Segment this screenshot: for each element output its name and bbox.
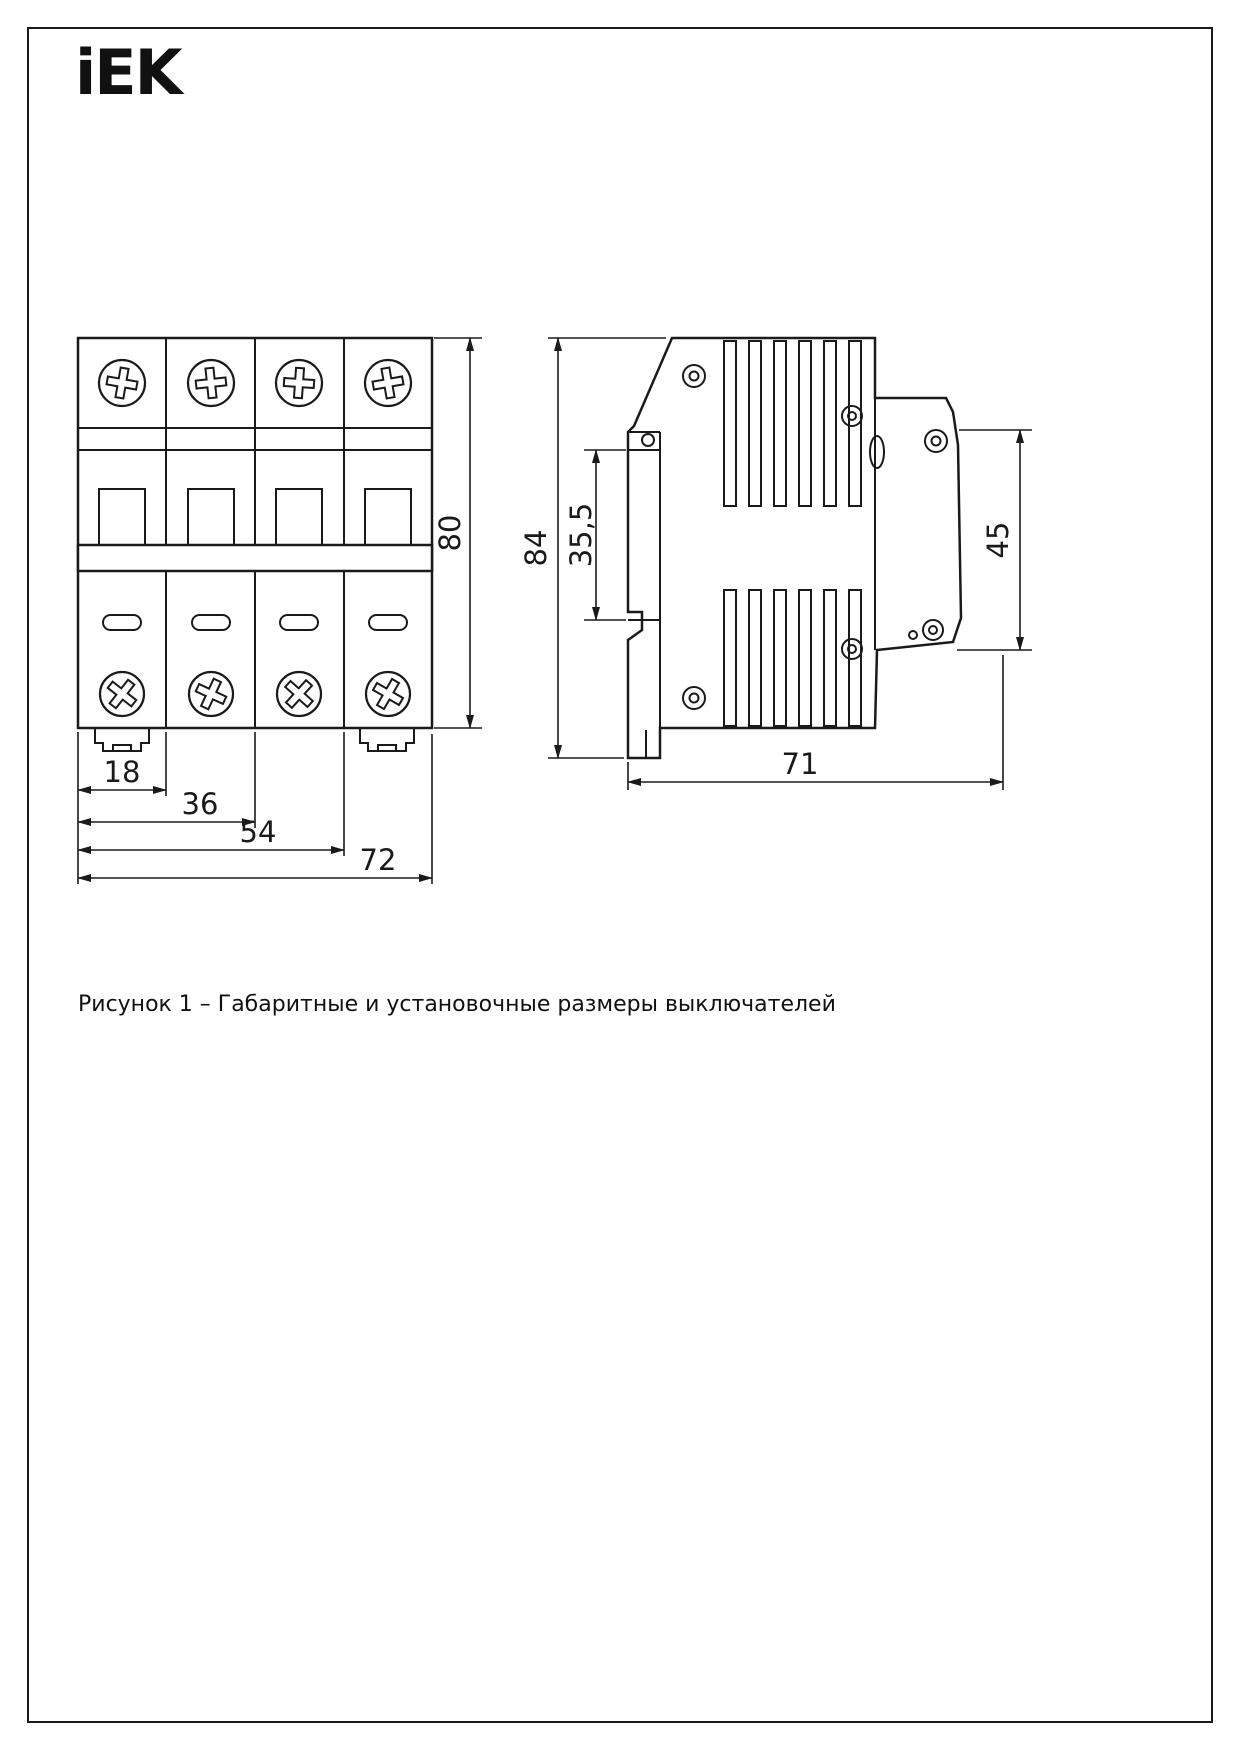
din-clips [94,728,415,752]
dim-54-label: 54 [240,815,277,849]
dimension-din-offset: 35,5 [564,449,626,621]
figure-caption: Рисунок 1 – Габаритные и установочные ра… [78,992,836,1017]
side-view: 84 35,5 45 71 [519,336,1032,790]
dimension-rear-depth: 45 [957,429,1032,651]
toggle-tie-bar [76,543,434,573]
module-dividers [165,338,345,728]
side-inner-lines [628,398,876,758]
page-border [27,27,1213,1723]
marking-windows [102,614,408,631]
dimension-height-80: 80 [433,337,482,729]
dimension-height-84: 84 [519,337,666,759]
breaker-body-side [626,336,963,760]
dim-36-label: 36 [182,787,219,821]
dim-84-label: 84 [519,530,553,567]
dim-45-label: 45 [981,522,1015,559]
dim-355-label: 35,5 [564,503,598,568]
side-rivets [641,364,948,710]
ribs-lower [723,589,862,727]
ribs-upper [723,340,862,507]
dim-71-label: 71 [782,747,819,781]
front-view: 80 18 36 54 72 [76,336,482,884]
dim-72-label: 72 [360,843,397,877]
dim-18-label: 18 [104,755,141,789]
iek-logo: iEK [75,36,183,109]
top-screws [97,358,413,408]
dimension-widths: 18 36 54 72 [77,732,433,884]
dim-80-label: 80 [433,515,467,552]
bottom-screws [98,670,412,718]
dimension-total-depth: 71 [627,655,1004,790]
